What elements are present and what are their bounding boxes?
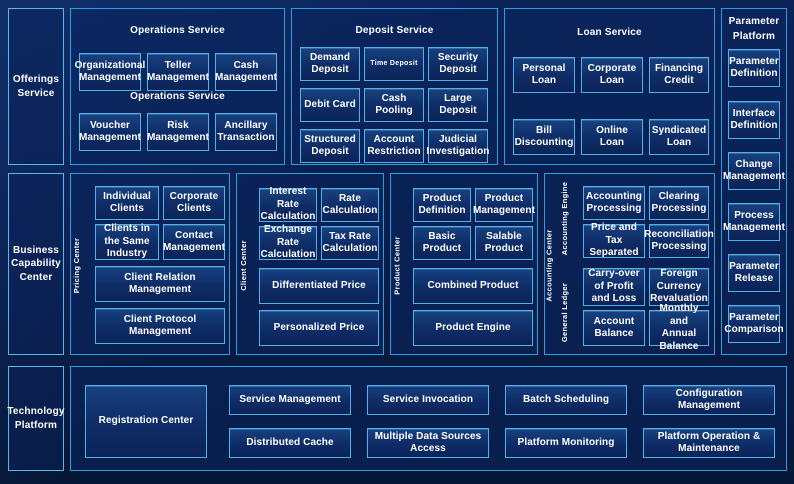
vertical-label-accounting-engine-text: Accounting Engine [560,181,570,255]
tile-demand-deposit[interactable]: Demand Deposit [300,47,360,81]
tile-service-management[interactable]: Service Management [229,385,351,415]
group-title-operations-service: Operations Service [130,25,225,36]
tile-client-protocol-management[interactable]: Client Protocol Management [95,308,225,344]
tile-distributed-cache[interactable]: Distributed Cache [229,428,351,458]
tile-contact-management[interactable]: Contact Management [163,224,225,260]
parameter-platform-title-line2: Platform [732,31,776,42]
tile-security-deposit[interactable]: Security Deposit [428,47,488,81]
row-label-business-capability-center-text: Business Capability Center [11,244,61,283]
tile-large-deposit[interactable]: Large Deposit [428,88,488,122]
tile-multiple-data-sources-access[interactable]: Multiple Data Sources Access [367,428,489,458]
vertical-label-accounting-engine: Accounting Engine [545,181,585,254]
tile-financing-credit[interactable]: Financing Credit [649,57,709,93]
row-label-offerings-service-text: Offerings Service [12,74,60,99]
tile-time-deposit[interactable]: Time Deposit [364,47,424,81]
group-accounting-center: Accounting Center Accounting Engine Gene… [544,173,715,355]
tile-batch-scheduling[interactable]: Batch Scheduling [505,385,627,415]
tile-account-restriction[interactable]: Account Restriction [364,129,424,163]
tile-teller-management[interactable]: Teller Management [147,53,209,91]
tile-platform-monitoring[interactable]: Platform Monitoring [505,428,627,458]
tile-bill-discounting[interactable]: Bill Discounting [513,119,575,155]
tile-accounting-processing[interactable]: Accounting Processing [583,186,645,220]
tile-debit-card[interactable]: Debit Card [300,88,360,122]
tile-monthly-and-annual-balance[interactable]: Monthly and Annual Balance [649,303,709,352]
tile-tax-rate-calculation[interactable]: Tax Rate Calculation [321,226,379,260]
tile-organizational-management[interactable]: Organizational Management [75,53,145,91]
tile-combined-product[interactable]: Combined Product [413,268,533,304]
tile-foreign-currency-revaluation[interactable]: Foreign Currency Revaluation [649,268,709,306]
tile-product-management[interactable]: Product Management [473,188,535,222]
tile-risk-management[interactable]: Risk Management [147,113,209,151]
group-deposit-service: Deposit Service Demand Deposit Time Depo… [291,8,498,165]
tile-cash-pooling[interactable]: Cash Pooling [364,88,424,122]
vertical-label-client-center: Client Center [223,240,263,291]
tile-individual-clients[interactable]: Individual Clients [95,186,159,220]
vertical-label-client-center-text: Client Center [238,239,248,291]
tile-structured-deposit[interactable]: Structured Deposit [300,129,360,163]
row-label-technology-platform-text: Technology Platform [7,406,65,431]
tile-exchange-rate-calculation[interactable]: Exchange Rate Calculation [259,224,317,261]
tile-corporate-loan[interactable]: Corporate Loan [581,57,643,93]
tile-personal-loan[interactable]: Personal Loan [513,57,575,93]
vertical-label-accounting-center-text: Accounting Center [544,228,554,302]
tile-change-management[interactable]: Change Management [723,152,785,190]
row-label-business-capability-center: Business Capability Center [8,173,64,355]
tile-parameter-comparison[interactable]: Parameter Comparison [724,305,784,343]
tile-interface-definition[interactable]: Interface Definition [728,101,780,139]
tile-salable-product[interactable]: Salable Product [475,226,533,260]
parameter-platform-title-line1: Parameter [728,16,780,27]
tile-differentiated-price[interactable]: Differentiated Price [259,268,379,304]
tile-price-and-tax-separated[interactable]: Price and Tax Separated [583,222,645,258]
group-product-center: Product Center Product Definition Produc… [390,173,538,355]
tile-carry-over-of-profit-and-loss[interactable]: Carry-over of Profit and Loss [583,268,645,306]
vertical-label-pricing-center-text: Pricing Center [72,237,82,293]
vertical-label-product-center: Product Center [377,236,417,294]
vertical-label-general-ledger-text: General Ledger [560,282,570,342]
tile-interest-rate-calculation[interactable]: Interest Rate Calculation [259,186,317,223]
tile-rate-calculation[interactable]: Rate Calculation [321,188,379,222]
vertical-label-general-ledger: General Ledger [545,282,585,341]
tile-corporate-clients[interactable]: Corporate Clients [163,186,225,220]
tile-platform-operation-maintenance[interactable]: Platform Operation & Maintenance [643,428,775,458]
tile-clearing-processing[interactable]: Clearing Processing [649,186,709,220]
group-title-operations-service-duplicate: Operations Service [130,91,225,102]
tile-service-invocation[interactable]: Service Invocation [367,385,489,415]
tile-parameter-definition[interactable]: Parameter Definition [728,49,780,87]
tile-account-balance[interactable]: Account Balance [583,310,645,346]
tile-parameter-release[interactable]: Parameter Release [728,254,780,292]
tile-basic-product[interactable]: Basic Product [413,226,471,260]
tile-cash-management[interactable]: Cash Management [215,53,277,91]
group-technology-platform: Registration Center Service Management S… [70,366,787,471]
tile-online-loan[interactable]: Online Loan [581,119,643,155]
row-label-technology-platform: Technology Platform [7,366,65,471]
tile-voucher-management[interactable]: Voucher Management [79,113,141,151]
group-client-center: Client Center Interest Rate Calculation … [236,173,384,355]
row-label-offerings-service: Offerings Service [8,8,64,165]
group-title-loan-service: Loan Service [577,27,642,38]
tile-reconciliation-processing[interactable]: Reconciliation Processing [644,224,714,258]
tile-personalized-price[interactable]: Personalized Price [259,310,379,346]
group-parameter-platform: Parameter Platform Parameter Definition … [721,8,787,355]
group-pricing-center: Pricing Center Individual Clients Corpor… [70,173,230,355]
tile-product-engine[interactable]: Product Engine [413,310,533,346]
vertical-label-pricing-center: Pricing Center [57,237,97,292]
tile-judicial-investigation[interactable]: Judicial Investigation [427,129,489,163]
tile-client-relation-management[interactable]: Client Relation Management [95,266,225,302]
group-loan-service: Loan Service Personal Loan Corporate Loa… [504,8,715,165]
tile-configuration-management[interactable]: Configuration Management [643,385,775,415]
group-title-deposit-service: Deposit Service [355,25,434,36]
group-operations-service: Operations Service Operations Service Or… [70,8,285,165]
tile-process-management[interactable]: Process Management [723,203,785,241]
tile-product-definition[interactable]: Product Definition [413,188,471,222]
tile-syndicated-loan[interactable]: Syndicated Loan [649,119,709,155]
tile-clients-same-industry[interactable]: Clients in the Same Industry [95,223,159,260]
tile-ancillary-transaction[interactable]: Ancillary Transaction [215,113,277,151]
tile-registration-center[interactable]: Registration Center [85,385,207,458]
vertical-label-product-center-text: Product Center [392,235,402,295]
